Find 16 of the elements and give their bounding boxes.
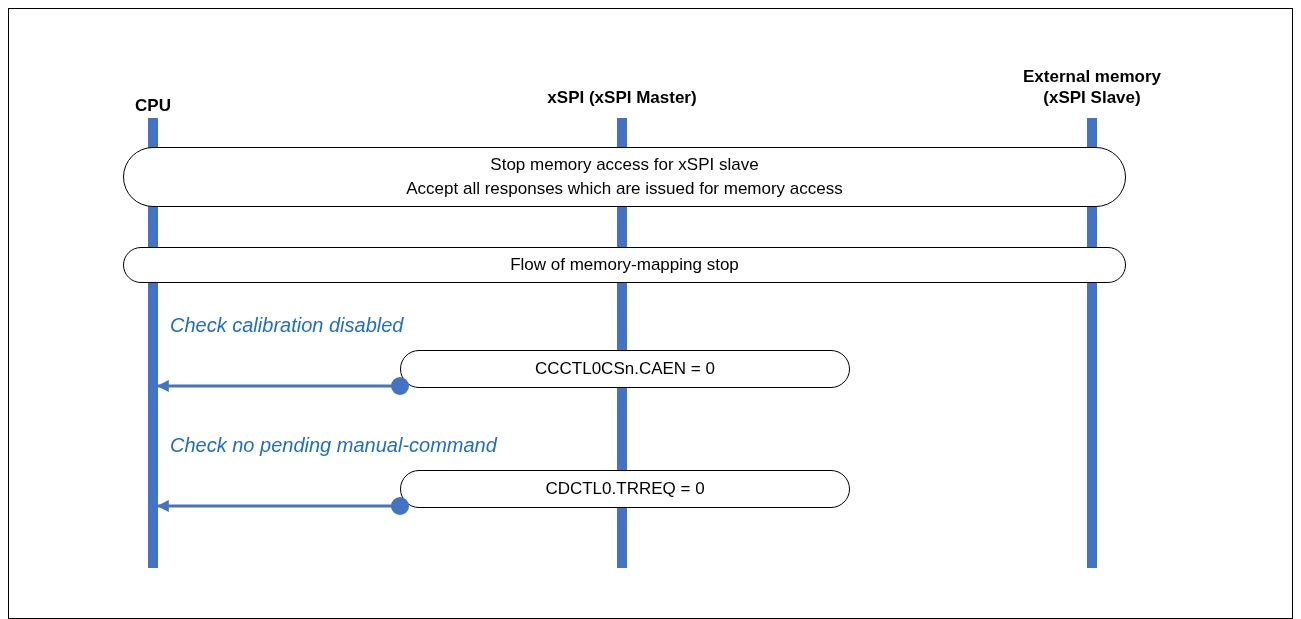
step-band (123, 147, 1126, 207)
step-band (400, 350, 850, 388)
step-text: Stop memory access for xSPI slave (490, 154, 759, 176)
step-text: CCCTL0CSn.CAEN = 0 (535, 358, 715, 380)
arrow (156, 497, 409, 515)
participant-label: xSPI (xSPI Master) (547, 87, 697, 108)
step-text: CDCTL0.TRREQ = 0 (545, 478, 705, 500)
arrow (156, 377, 409, 395)
step-band (400, 470, 850, 508)
participant-label: CPU (135, 95, 171, 116)
edge-label: Check calibration disabled (170, 314, 404, 337)
step-text: Flow of memory-mapping stop (510, 254, 739, 276)
edge-label: Check no pending manual-command (170, 434, 497, 457)
step-text: Accept all responses which are issued for memory access (406, 178, 843, 200)
step-band (123, 247, 1126, 283)
participant-label: External memory (xSPI Slave) (1017, 66, 1167, 108)
